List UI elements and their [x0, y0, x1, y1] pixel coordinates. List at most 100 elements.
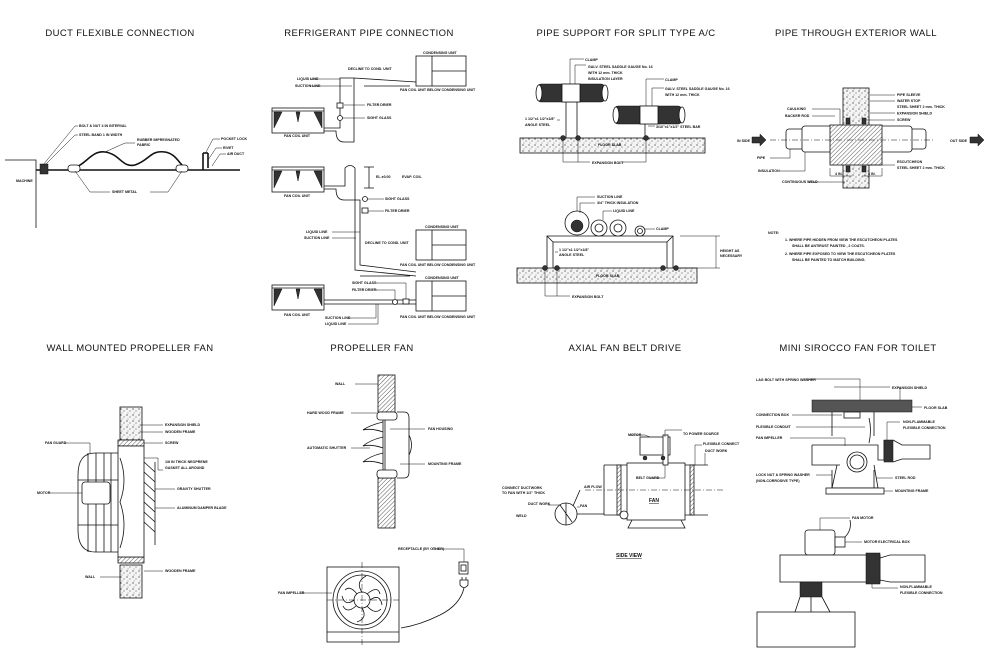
label: NON-FLAMMABLE	[903, 420, 936, 424]
label: IN SIDE	[737, 139, 751, 143]
label: SIGHT GLASS	[352, 281, 377, 285]
note-block: NOTE: 1. WHERE PIPE HIDDEN FROM VIEW THE…	[768, 231, 898, 262]
note-line: SHALL BE ANTIRUST PAINTED , 2 COATS.	[792, 244, 865, 248]
label: CONTINUOUS WELD	[782, 180, 818, 184]
label: DECLINE TO COND. UNIT	[348, 67, 392, 71]
label: MOUNTING FRAME	[895, 489, 929, 493]
label: PIPE SLEEVE	[897, 93, 921, 97]
label: ANGLE STEEL	[525, 123, 551, 127]
title-refrigerant-pipe-connection: REFRIGERANT PIPE CONNECTION	[284, 28, 454, 39]
label: CONNECTION BOX	[756, 413, 790, 417]
label: HARD WOOD FRAME	[307, 411, 344, 415]
label: 4 IN.	[835, 172, 843, 176]
side-view-label: SIDE VIEW	[616, 553, 642, 559]
label: NECESSARY	[720, 254, 743, 258]
label: FAN COIL UNIT	[284, 194, 311, 198]
label: FAN COIL UNIT BELOW CONDENSING UNIT	[400, 88, 476, 92]
label: TO FAN WITH 1/2" THICK	[502, 491, 545, 495]
label: CONDENSING UNIT	[423, 51, 458, 55]
label: FAN	[580, 504, 588, 508]
label: 3/16"x1"x1/2" STEEL BAR	[656, 125, 701, 129]
label: BELT GUARD	[636, 476, 660, 480]
label: WALL	[335, 382, 346, 386]
title-propeller-fan: PROPELLER FAN	[330, 343, 413, 354]
label: WOODEN FRAME	[165, 430, 196, 434]
title-pipe-through-wall: PIPE THROUGH EXTERIOR WALL	[775, 28, 937, 39]
note-line: 2. WHERE PIPE EXPOSED TO VIEW THE ESCUTC…	[785, 252, 896, 256]
label: CONDENSING UNIT	[425, 276, 460, 280]
label: WITH 12 mm. THICK	[665, 93, 700, 97]
label: SIGHT GLASS	[367, 116, 392, 120]
title-pipe-support: PIPE SUPPORT FOR SPLIT TYPE A/C	[536, 28, 715, 39]
label: ALUMINUM DAMPER BLADE	[177, 506, 227, 510]
label: GRAVITY SHUTTER	[177, 487, 211, 491]
label: INSULATION LAYER	[588, 77, 623, 81]
label: BOLT & NUT 4 IN INTERVAL	[79, 124, 128, 128]
label: PIPE	[757, 156, 766, 160]
label: FLEXIBLE CONNECTION	[900, 591, 943, 595]
label: EVAP. COIL	[402, 175, 422, 179]
label: FAN IMPELLER	[278, 591, 305, 595]
label: FAN IMPELLER	[756, 436, 783, 440]
label: GALV. STEEL SADDLE GAUGE No. 16	[588, 65, 653, 69]
label: FAN	[649, 498, 659, 504]
label: INSULATION	[758, 169, 780, 173]
label: MACHINE	[16, 179, 33, 183]
pipe-support-drawing: CLAMP GALV. STEEL SADDLE GAUGE No. 16 WI…	[516, 58, 743, 299]
label: STEEL SHEET 2 mm. THICK	[897, 105, 945, 109]
label: ANGLE STEEL	[559, 253, 585, 257]
title-axial-fan-belt-drive: AXIAL FAN BELT DRIVE	[569, 343, 682, 354]
label: FLEXIBLE CONNECTION	[903, 426, 946, 430]
title-wall-mounted-propeller-fan: WALL MOUNTED PROPELLER FAN	[46, 343, 213, 354]
label: TO POWER SOURCE	[683, 432, 719, 436]
label: SUCTION LINE	[325, 316, 351, 320]
label: 1 1/2"x1 1/2"x1/8"	[559, 248, 589, 252]
label: WOODEN FRAME	[165, 569, 196, 573]
label: (NON-CORROSIVE TYPE)	[756, 479, 800, 483]
label: RIVET	[223, 146, 234, 150]
label: STEEL ROD	[895, 476, 916, 480]
label: FAN GUARD	[45, 441, 67, 445]
label: SIGHT GLASS	[385, 197, 410, 201]
label: FAN COIL UNIT BELOW CONDENSING UNIT	[400, 263, 476, 267]
label: EXPANSION BOLT	[572, 295, 604, 299]
label: LIQUID LINE	[325, 322, 347, 326]
label: EXPANSION BOLT	[592, 161, 624, 165]
label: CONDENSING UNIT	[425, 225, 460, 229]
label: FLOOR SLAB	[596, 274, 620, 278]
label: FAN HOUSING	[428, 427, 453, 431]
label: FAN MOTOR	[852, 516, 874, 520]
label: RECEPTACLE (BY OTHER)	[398, 547, 445, 551]
label: EXPANSION SHIELD	[165, 423, 200, 427]
label: CLAMP	[656, 227, 669, 231]
label: FAN COIL UNIT BELOW CONDENSING UNIT	[400, 315, 476, 319]
label: WELD	[516, 514, 527, 518]
wall-mounted-propeller-fan-drawing: EXPANSION SHIELD WOODEN FRAME SCREW FAN …	[37, 406, 227, 599]
label: 1/8 IN THICK NEOPRENE	[165, 460, 208, 464]
label: DUCT WORK	[528, 502, 551, 506]
label: HEIGHT AS	[720, 249, 740, 253]
label: GASKET ALL AROUND	[165, 466, 205, 470]
refrigerant-pipe-connection-drawing: CONDENSING UNIT DECLINE TO COND. UNIT LI…	[271, 51, 476, 326]
label: FAN COIL UNIT	[284, 313, 311, 317]
label: GALV. STEEL SADDLE GAUGE No. 16	[665, 87, 730, 91]
label: FILTER DRIER	[367, 103, 392, 107]
label: CLAMP	[585, 58, 598, 62]
title-mini-sirocco-fan: MINI SIROCCO FAN FOR TOILET	[779, 343, 936, 354]
label: FLEXIBLE CONDUIT	[756, 425, 792, 429]
label: AIR FLOW	[584, 485, 602, 489]
label: FILTER DRIER	[352, 288, 377, 292]
label: LIQUID LINE	[306, 230, 328, 234]
label: FLOOR SLAB	[924, 406, 948, 410]
label: LAG BOLT WITH SPRING WASHER	[756, 378, 816, 382]
label: EXPANSION SHIELD	[892, 386, 927, 390]
label: FLEXIBLE CONNECT	[703, 442, 740, 446]
label: FAN COIL UNIT	[284, 134, 311, 138]
label: STEEL BAND 1 IN WIDTH	[79, 133, 123, 137]
label: CONNECT DUCTWORK	[502, 486, 543, 490]
label: EL.±0.00	[376, 175, 391, 179]
label: FILTER DRIER	[385, 209, 410, 213]
label: ESCUTCHEON	[897, 160, 923, 164]
label: MOTOR	[37, 491, 51, 495]
